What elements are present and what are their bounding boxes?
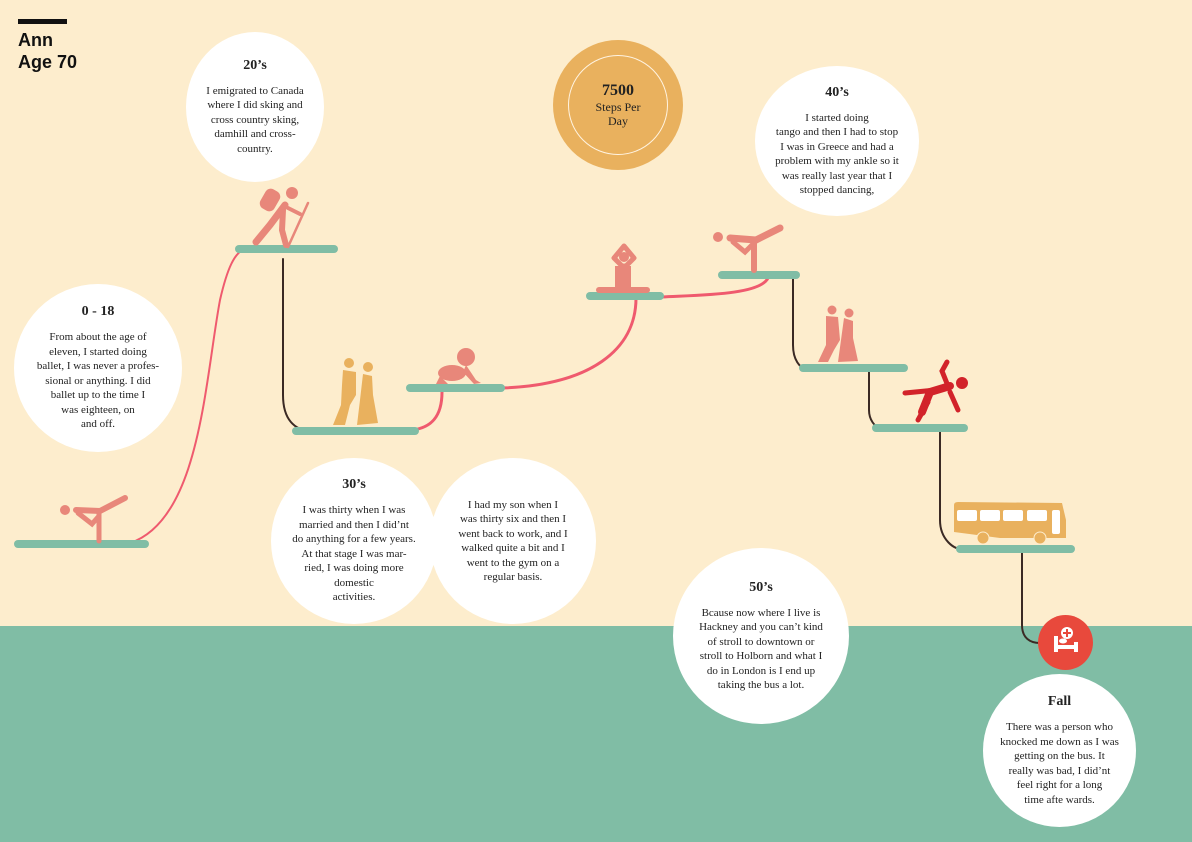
bubble-forties: 40’s I started doing tango and then I ha… (755, 66, 919, 216)
crawling-baby-icon (436, 348, 481, 384)
page-title: Ann Age 70 (18, 29, 77, 73)
bubble-childhood: 0 - 18 From about the age of eleven, I s… (14, 284, 182, 452)
bubble-heading: 40’s (825, 84, 849, 100)
bubble-twenties: 20’s I emigrated to Canada where I did s… (186, 32, 324, 182)
hospital-badge (1038, 615, 1093, 670)
gym-stretch-icon (713, 224, 784, 273)
connector-baby-yoga (500, 296, 638, 390)
connector-0-20 (129, 249, 243, 544)
hiker-icon (252, 187, 310, 249)
title-rule (18, 19, 67, 24)
tango-couple-icon (818, 305, 858, 362)
falling-person-icon (902, 359, 968, 423)
bubble-heading: 30’s (342, 477, 366, 493)
bubble-heading: 0 - 18 (81, 304, 115, 320)
bubble-heading: 20’s (243, 57, 267, 73)
connector-yoga-gym (660, 276, 770, 299)
bubble-text: I started doing tango and then I had to … (775, 111, 899, 197)
bubble-text: From about the age of eleven, I started … (36, 331, 160, 431)
connector-bus-hospital (1021, 552, 1041, 644)
bubble-heading: Fall (1047, 694, 1072, 709)
couple-dancing-icon (333, 358, 378, 425)
bubble-fifties: 50’s Bcause now where I live is Hackney … (673, 548, 849, 724)
bubble-thirties-son: I had my son when I was thirty six and t… (430, 458, 596, 624)
bubble-fall: Fall There was a person who knocked me d… (983, 674, 1136, 827)
connector-30-baby (410, 390, 444, 432)
bubble-heading: 50’s (749, 579, 773, 595)
connector-20-30 (282, 258, 311, 432)
bubble-text: I had my son when I was thirty six and t… (458, 498, 568, 584)
bubble-text: I was thirty when I was married and then… (292, 504, 416, 604)
steps-per-day-badge: 7500 Steps Per Day (553, 40, 683, 170)
bubble-text: There was a person who knocked me down a… (1000, 721, 1119, 806)
connector-gym-tango (792, 277, 807, 370)
bubble-thirties: 30’s I was thirty when I was married and… (271, 458, 437, 624)
bubble-text: I emigrated to Canada where I did sking … (206, 84, 304, 155)
person-name: Ann (18, 30, 53, 50)
steps-number: 7500 (602, 82, 634, 99)
bus-icon (954, 502, 1066, 545)
connector-tango-fall (868, 370, 881, 429)
ballet-icon (60, 495, 128, 544)
bubble-text: Bcause now where I live is Hackney and y… (699, 606, 823, 692)
yoga-icon (596, 243, 650, 293)
person-age: Age 70 (18, 52, 78, 72)
hospital-bed-icon (1054, 627, 1078, 652)
steps-label: Steps Per Day (595, 100, 641, 128)
